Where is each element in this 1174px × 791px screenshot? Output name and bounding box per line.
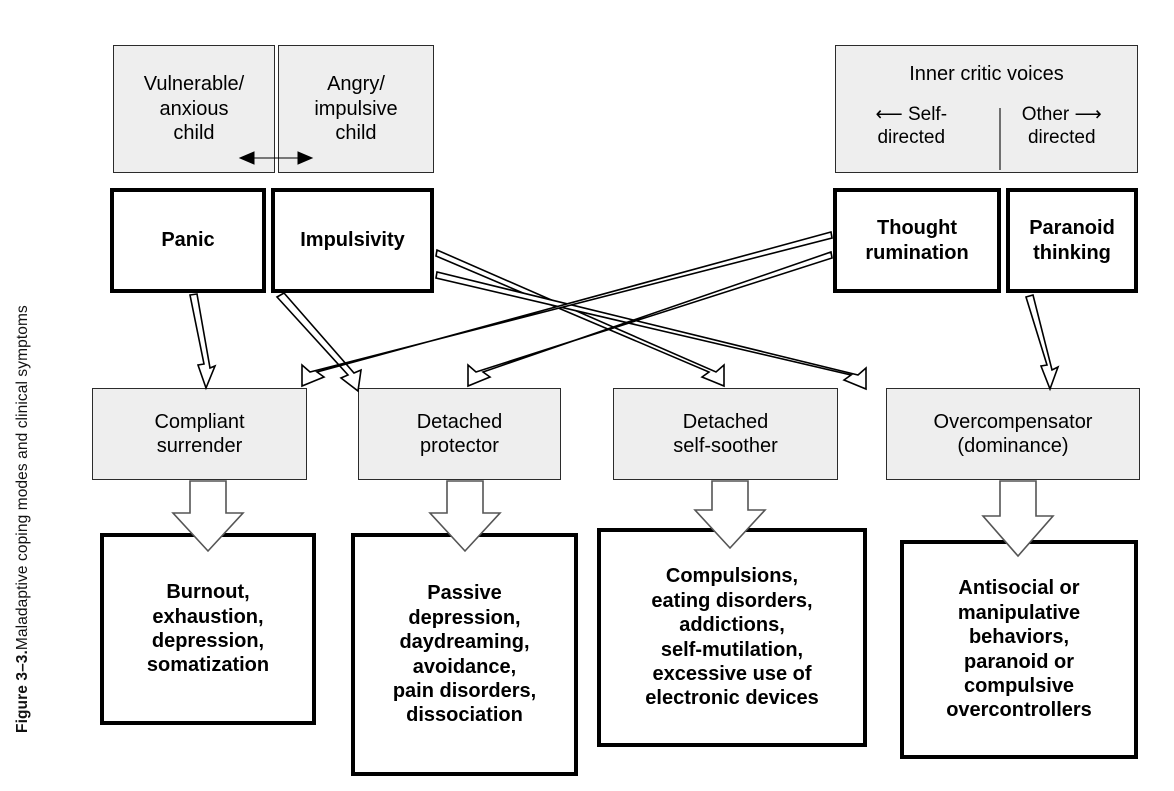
- node-label: Impulsivity: [300, 229, 405, 252]
- node-paranoid-thinking[interactable]: Paranoid thinking: [1006, 188, 1138, 293]
- node-label: Compliant surrender: [154, 410, 245, 457]
- node-detached-self-soother[interactable]: Detached self-soother: [613, 388, 838, 480]
- node-label: Angry/ impulsive child: [314, 73, 398, 145]
- node-overcompensator[interactable]: Overcompensator (dominance): [886, 388, 1140, 480]
- node-impulsivity[interactable]: Impulsivity: [271, 188, 434, 293]
- node-burnout-cluster[interactable]: Burnout, exhaustion, depression, somatiz…: [100, 533, 316, 725]
- node-label: Detached self-soother: [673, 410, 778, 457]
- node-vulnerable-anxious-child[interactable]: Vulnerable/ anxious child: [113, 45, 275, 173]
- node-label: Thought rumination: [865, 217, 969, 264]
- figure-caption: Figure 3–3. Maladaptive coping modes and…: [0, 0, 46, 791]
- right-arrow-icon: ⟶: [1074, 104, 1102, 125]
- node-passive-depression[interactable]: Passive depression, daydreaming, avoidan…: [351, 533, 578, 776]
- inner-critic-other-directed: Other ⟶ directed: [987, 104, 1138, 150]
- node-label: Panic: [161, 229, 215, 252]
- inner-critic-title: Inner critic voices: [909, 63, 1064, 85]
- node-label: Overcompensator (dominance): [933, 410, 1093, 457]
- arrow-thought-rumination-to-detached-protector: [467, 250, 833, 388]
- self-directed-label: Self- directed: [877, 104, 948, 148]
- node-label: Burnout, exhaustion, depression, somatiz…: [146, 581, 270, 677]
- node-label: Compulsions, eating disorders, addiction…: [645, 565, 819, 710]
- node-inner-critic-voices[interactable]: Inner critic voices ⟵ Self- directed Oth…: [835, 45, 1138, 173]
- left-arrow-icon: ⟵: [875, 104, 903, 125]
- node-compliant-surrender[interactable]: Compliant surrender: [92, 388, 307, 480]
- arrow-impulsivity-to-detached-protector: [275, 291, 362, 393]
- node-label: Vulnerable/ anxious child: [143, 73, 245, 145]
- node-angry-impulsive-child[interactable]: Angry/ impulsive child: [278, 45, 434, 173]
- arrow-panic-to-compliant-surrender: [189, 293, 217, 391]
- node-label: Antisocial or manipulative behaviors, pa…: [946, 577, 1092, 722]
- arrow-paranoid-thinking-to-overcompensator: [1024, 294, 1060, 392]
- node-detached-protector[interactable]: Detached protector: [358, 388, 561, 480]
- other-directed-label: Other: [1021, 104, 1070, 125]
- node-label: Passive depression, daydreaming, avoidan…: [392, 582, 537, 727]
- node-thought-rumination[interactable]: Thought rumination: [833, 188, 1001, 293]
- node-panic[interactable]: Panic: [110, 188, 266, 293]
- arrow-impulsivity-to-overcompensator: [435, 271, 867, 391]
- node-label: Detached protector: [416, 410, 503, 457]
- node-antisocial[interactable]: Antisocial or manipulative behaviors, pa…: [900, 540, 1138, 759]
- other-directed-label-2: directed: [1027, 126, 1096, 148]
- node-compulsions[interactable]: Compulsions, eating disorders, addiction…: [597, 528, 867, 747]
- inner-critic-self-directed: ⟵ Self- directed: [836, 104, 987, 150]
- node-label: Paranoid thinking: [1029, 217, 1115, 264]
- inner-critic-columns: ⟵ Self- directed Other ⟶ directed: [836, 104, 1137, 150]
- arrow-impulsivity-to-detached-self-soother: [435, 248, 725, 388]
- figure-caption-number: Figure 3–3.: [14, 650, 31, 733]
- figure-caption-text: Maladaptive coping modes and clinical sy…: [14, 305, 31, 651]
